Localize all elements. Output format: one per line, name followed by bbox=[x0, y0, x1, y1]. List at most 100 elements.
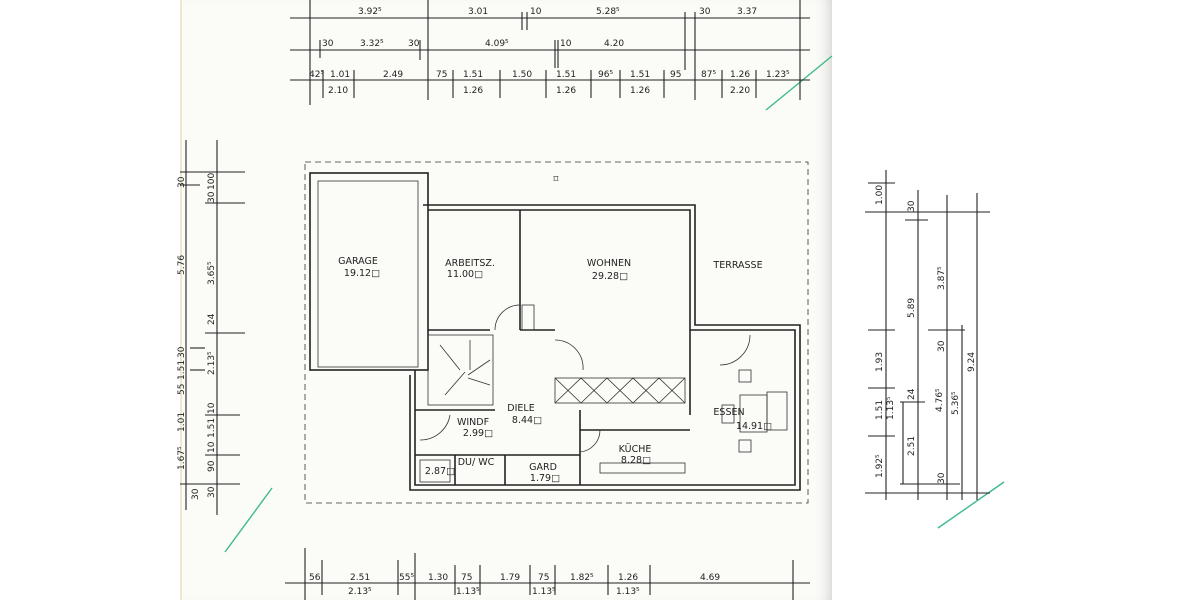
plan-sheet bbox=[180, 0, 832, 600]
dim-label: 1.26 bbox=[618, 573, 638, 583]
left-dimension-chains: 30 5.76 1.01 1.67⁵ 30 100 30 3.65⁵ 24 2.… bbox=[177, 140, 245, 515]
dim-label: 1.82⁵ bbox=[570, 573, 594, 583]
green-pen-marks bbox=[224, 55, 1005, 553]
dim-label: 1.92⁵ bbox=[875, 454, 885, 478]
dim-label: 30 bbox=[191, 488, 201, 500]
dim-label: 2.51 bbox=[907, 436, 917, 456]
walls: ⌑ bbox=[304, 161, 809, 504]
right-dimension-chains: 1.00 30 3.87⁵ 5.89 1.93 30 9.24 1.51 1.1… bbox=[865, 170, 990, 500]
dim-label: 30 bbox=[937, 472, 947, 484]
room-labels: GARAGE 19.12□ ARBEITSZ. 11.00□ WOHNEN 29… bbox=[338, 256, 772, 484]
dim-label: 5.28⁵ bbox=[596, 7, 620, 17]
dim-label: 1.13⁵ bbox=[456, 587, 480, 597]
dim-label: 4.69 bbox=[700, 573, 720, 583]
dim-label: 55⁵ bbox=[399, 573, 414, 583]
room-arbeitsz-area: 11.00□ bbox=[447, 269, 483, 280]
dim-label: 87⁵ bbox=[701, 70, 716, 80]
dim-label: 2.51 bbox=[350, 573, 370, 583]
dim-label: 30 bbox=[207, 486, 217, 498]
room-duwc-area: 2.87□ bbox=[425, 466, 455, 477]
dim-label: 2.10 bbox=[328, 86, 348, 96]
dim-label: 3.65⁵ bbox=[207, 261, 217, 285]
top-dimension-chains: 3.92⁵ 3.01 10 5.28⁵ 30 3.37 30 3.32⁵ 30 … bbox=[290, 0, 810, 105]
dim-label: 1.51 bbox=[207, 418, 217, 438]
dim-label: 5.36⁵ bbox=[951, 391, 961, 415]
dim-label: 75 bbox=[538, 573, 549, 583]
dim-label: 1.26 bbox=[730, 70, 750, 80]
dim-label: 2.13⁵ bbox=[207, 351, 217, 375]
room-windf-area: 2.99□ bbox=[463, 428, 493, 439]
dim-label: 4.20 bbox=[604, 39, 624, 49]
dim-label: 42⁵ bbox=[309, 70, 324, 80]
dim-label: 2.13⁵ bbox=[348, 587, 372, 597]
dim-label: 10 bbox=[560, 39, 572, 49]
dim-label: 30 bbox=[322, 39, 334, 49]
dim-label: 5.76 bbox=[177, 255, 187, 275]
dim-label: 3.37 bbox=[737, 7, 757, 17]
dim-label: 10 bbox=[207, 441, 217, 453]
dim-label: 1.67⁵ bbox=[177, 446, 187, 470]
dim-label: 1.13⁵ bbox=[616, 587, 640, 597]
dim-label: 30 bbox=[207, 191, 217, 203]
dim-label: 56 bbox=[309, 573, 321, 583]
dim-label: 30 bbox=[699, 7, 711, 17]
room-wohnen-area: 29.28□ bbox=[592, 271, 628, 282]
dim-label: 30 bbox=[907, 200, 917, 212]
dim-label: 1.26 bbox=[463, 86, 483, 96]
dim-label: 95 bbox=[670, 70, 681, 80]
room-diele-area: 8.44□ bbox=[512, 415, 542, 426]
room-windf-name: WINDF bbox=[457, 417, 489, 428]
dim-label: 3.92⁵ bbox=[358, 7, 382, 17]
dim-label: 3.01 bbox=[468, 7, 488, 17]
dim-label: 30 bbox=[937, 340, 947, 352]
dim-label: 1.00 bbox=[875, 185, 885, 205]
room-kueche-name: KÜCHE bbox=[619, 444, 652, 455]
dim-label: 1.93 bbox=[875, 352, 885, 372]
dim-label: 10 bbox=[207, 402, 217, 414]
bottom-dimension-chain: 56 2.51 55⁵ 1.30 75 1.79 75 1.82⁵ 1.26 4… bbox=[285, 548, 810, 600]
room-arbeitsz-name: ARBEITSZ. bbox=[445, 258, 495, 269]
dim-label: 24 bbox=[207, 313, 217, 325]
dim-label: 1.51 bbox=[875, 400, 885, 420]
dim-label: 4.09⁵ bbox=[485, 39, 509, 49]
dim-label: 96⁵ bbox=[598, 70, 613, 80]
dim-label: 75 bbox=[461, 573, 472, 583]
dim-label: 1.13⁵ bbox=[886, 396, 896, 420]
room-duwc-name: DU/ WC bbox=[458, 457, 495, 468]
dim-label: 4.76⁵ bbox=[935, 388, 945, 412]
room-gard-area: 1.79□ bbox=[530, 473, 560, 484]
dim-label: 1.51 bbox=[463, 70, 483, 80]
dim-label: 55 bbox=[177, 384, 187, 395]
room-diele-name: DIELE bbox=[507, 403, 534, 414]
room-garage-name: GARAGE bbox=[338, 256, 378, 267]
dim-label: 1.51 bbox=[630, 70, 650, 80]
room-essen-name: ESSEN bbox=[713, 407, 744, 418]
dim-label: 75 bbox=[436, 70, 447, 80]
room-kueche-area: 8.28□ bbox=[621, 455, 651, 466]
room-essen-area: 14.91□ bbox=[736, 421, 772, 432]
dim-label: 3.87⁵ bbox=[937, 266, 947, 290]
dim-label: 30 bbox=[408, 39, 420, 49]
dim-label: 100 bbox=[207, 173, 217, 190]
dim-label: 1.79 bbox=[500, 573, 520, 583]
column-mark: ⌑ bbox=[554, 174, 559, 185]
dim-label: 5.89 bbox=[907, 298, 917, 318]
dim-label: 1.26 bbox=[630, 86, 650, 96]
dim-label: 30 bbox=[177, 176, 187, 188]
dim-label: 3.32⁵ bbox=[360, 39, 384, 49]
dim-label: 1.51 bbox=[177, 360, 187, 380]
dim-label: 1.30 bbox=[428, 573, 448, 583]
dim-label: 1.51 bbox=[556, 70, 576, 80]
dim-label: 1.26 bbox=[556, 86, 576, 96]
dim-label: 24 bbox=[907, 388, 917, 400]
dim-label: 10 bbox=[530, 7, 542, 17]
room-garage-area: 19.12□ bbox=[344, 268, 380, 279]
dim-label: 2.49 bbox=[383, 70, 403, 80]
dim-label: 1.13⁵ bbox=[532, 587, 556, 597]
room-gard-name: GARD bbox=[529, 462, 557, 473]
dim-label: 1.50 bbox=[512, 70, 532, 80]
dim-label: 1.23⁵ bbox=[766, 70, 790, 80]
dim-label: 2.20 bbox=[730, 86, 750, 96]
room-wohnen-name: WOHNEN bbox=[587, 258, 631, 269]
